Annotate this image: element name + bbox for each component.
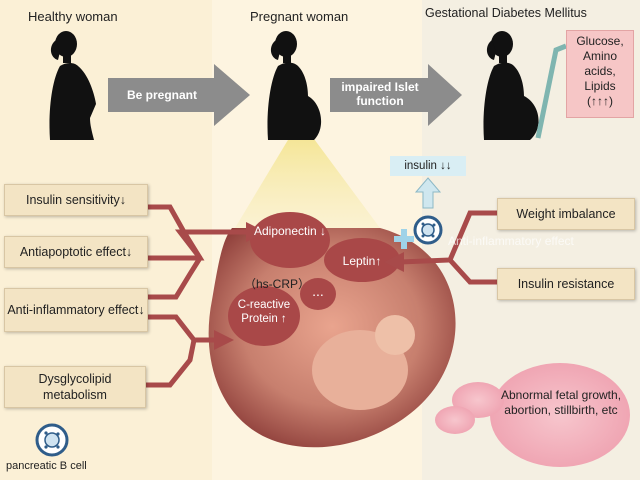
outcome-line-5: (↑↑↑) bbox=[587, 94, 613, 108]
arrow-impaired-islet bbox=[330, 64, 462, 126]
gdm-bracket bbox=[535, 43, 567, 139]
factor-insulin-resistance: Insulin resistance bbox=[497, 268, 635, 300]
arrowhead-leptin bbox=[384, 252, 404, 272]
stage-title-gdm: Gestational Diabetes Mellitus bbox=[425, 6, 587, 20]
outcome-line-4: Lipids bbox=[584, 79, 616, 93]
right-connectors bbox=[399, 210, 497, 285]
fetal-outcomes-text: Abnormal fetal growth, abortion, stillbi… bbox=[500, 388, 622, 417]
arrow-be-pregnant bbox=[108, 64, 250, 126]
leptin-label: Leptin↑ bbox=[342, 254, 382, 268]
healthy-woman-silhouette bbox=[49, 31, 96, 140]
faint-anti-inflammatory: Anti-inflammatory effect bbox=[448, 234, 574, 248]
crp-oval bbox=[228, 286, 300, 346]
legend-cell-icon bbox=[35, 423, 69, 457]
arrowhead-adiponectin bbox=[246, 222, 266, 242]
stage-title-healthy: Healthy woman bbox=[28, 9, 118, 24]
outcome-line-2: Amino bbox=[582, 49, 617, 63]
pancreatic-cell-label: pancreatic B cell bbox=[6, 460, 87, 472]
leptin-oval bbox=[324, 238, 400, 282]
ellipsis-oval bbox=[300, 278, 336, 310]
plus-icon bbox=[394, 229, 414, 249]
metabolite-outcome-box: Glucose, Amino acids, Lipids (↑↑↑) bbox=[566, 30, 634, 118]
left-connectors bbox=[146, 204, 250, 388]
pregnant-woman-silhouette bbox=[267, 31, 322, 140]
fetus-head bbox=[375, 315, 415, 355]
adiponectin-oval bbox=[250, 212, 330, 268]
pancreatic-cell-icon bbox=[413, 215, 443, 245]
factor-anti-inflammatory: Anti-inflammatory effect↓ bbox=[4, 288, 148, 332]
adiponectin-label: Adiponectin ↓ bbox=[253, 224, 327, 238]
factor-antiapoptotic: Antiapoptotic effect↓ bbox=[4, 236, 148, 268]
ellipsis-label: ... bbox=[312, 283, 324, 299]
outcome-line-3: acids, bbox=[584, 64, 616, 78]
crp-label: C-reactive Protein ↑ bbox=[237, 299, 291, 325]
arrowhead-crp bbox=[214, 330, 234, 350]
stage-title-pregnant: Pregnant woman bbox=[250, 9, 349, 24]
up-arrow-icon bbox=[414, 177, 442, 209]
factor-dysglycolipid: Dysglycolipid metabolism bbox=[4, 366, 146, 408]
factor-weight-imbalance: Weight imbalance bbox=[497, 198, 635, 230]
arrow-label-be-pregnant: Be pregnant bbox=[126, 88, 197, 102]
fetal-outcome-cloud bbox=[435, 363, 630, 467]
gdm-woman-silhouette bbox=[483, 31, 539, 140]
outcome-line-1: Glucose, bbox=[576, 34, 624, 48]
factor-insulin-sensitivity: Insulin sensitivity↓ bbox=[4, 184, 148, 216]
hs-crp-label: （hs-CRP） bbox=[244, 277, 311, 291]
spotlight-cone bbox=[235, 120, 380, 228]
arrow-label-impaired-islet: impaired Islet function bbox=[341, 80, 419, 108]
insulin-label: insulin ↓↓ bbox=[390, 156, 466, 176]
